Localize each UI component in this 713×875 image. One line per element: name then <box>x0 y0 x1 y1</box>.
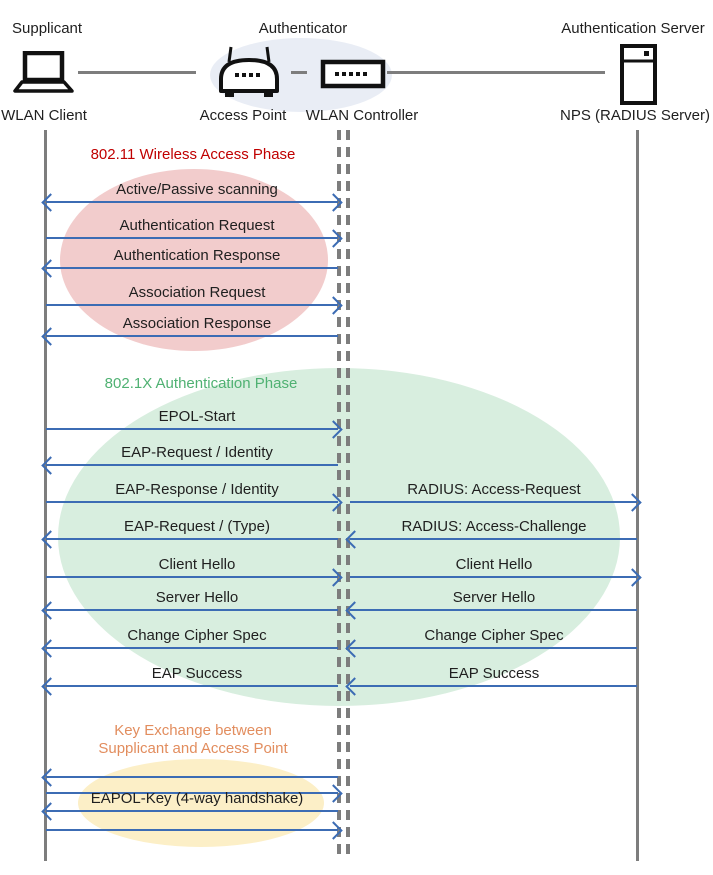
node-label-wlan-client: WLAN Client <box>1 107 87 124</box>
message-arrow <box>41 802 338 821</box>
phase2-title: 802.1X Authentication Phase <box>104 375 298 392</box>
message-arrow <box>46 229 343 248</box>
message-arrow <box>41 327 338 346</box>
message-label: EAP-Response / Identity <box>115 481 279 498</box>
message-label: RADIUS: Access-Challenge <box>401 518 587 535</box>
connector-line-ap-controller <box>291 71 307 74</box>
message-label: RADIUS: Access-Request <box>407 481 581 498</box>
message-label: Change Cipher Spec <box>127 627 267 644</box>
node-label-access-point: Access Point <box>199 107 287 124</box>
message-label: EAP-Request / (Type) <box>124 518 270 535</box>
message-arrow <box>41 601 338 620</box>
message-label: Association Request <box>128 284 266 301</box>
role-supplicant-label: Supplicant <box>12 20 83 37</box>
message-arrow <box>46 493 343 512</box>
connector-line-client-ap <box>78 71 196 74</box>
lifeline-authenticator-dashed-2 <box>346 130 350 857</box>
node-label-nps-radius-server: NPS (RADIUS Server) <box>559 107 711 124</box>
phase3-title: Key Exchange between Supplicant and Acce… <box>98 722 288 757</box>
message-arrow <box>345 530 637 549</box>
lifeline-authenticator-dashed-1 <box>337 130 341 857</box>
message-label: Client Hello <box>158 556 236 573</box>
message-label: Authentication Response <box>113 247 281 264</box>
message-arrow <box>41 768 338 787</box>
message-arrow <box>41 259 338 278</box>
message-label: EAP Success <box>448 665 540 682</box>
phase3-ellipse <box>78 759 324 847</box>
message-arrow <box>46 568 343 587</box>
node-label-wlan-controller: WLAN Controller <box>305 107 419 124</box>
message-label: EAP-Request / Identity <box>121 444 273 461</box>
message-arrow <box>41 193 343 212</box>
laptop-icon <box>11 50 75 99</box>
message-label: EAP Success <box>151 665 243 682</box>
lifeline-wlan-client <box>44 130 47 861</box>
message-arrow <box>41 677 338 696</box>
message-arrow <box>345 601 637 620</box>
message-label: Change Cipher Spec <box>424 627 564 644</box>
message-label: Authentication Request <box>119 217 275 234</box>
message-label: EAPOL-Key (4-way handshake) <box>90 790 304 807</box>
message-label: Server Hello <box>452 589 536 606</box>
message-label: EPOL-Start <box>158 408 236 425</box>
message-arrow <box>345 639 637 658</box>
message-arrow <box>41 530 338 549</box>
access-point-icon <box>218 45 280 110</box>
role-authentication-server-label: Authentication Server <box>561 20 705 37</box>
message-arrow <box>350 493 642 512</box>
message-arrow <box>46 821 343 840</box>
message-label: Client Hello <box>455 556 533 573</box>
message-label: Server Hello <box>155 589 239 606</box>
message-label: Active/Passive scanning <box>116 181 278 198</box>
role-authenticator-label: Authenticator <box>258 20 348 37</box>
message-arrow <box>41 456 338 475</box>
wlan-controller-icon <box>320 59 386 94</box>
phase1-title: 802.11 Wireless Access Phase <box>90 146 296 163</box>
lifeline-radius-server <box>636 130 639 861</box>
message-arrow <box>46 420 343 439</box>
message-arrow <box>350 568 642 587</box>
connector-line-controller-server <box>387 71 605 74</box>
server-icon <box>619 44 659 110</box>
message-arrow <box>46 784 343 803</box>
phase1-ellipse <box>60 169 328 351</box>
message-label: Association Response <box>122 315 272 332</box>
message-arrow <box>46 296 343 315</box>
message-arrow <box>345 677 637 696</box>
message-arrow <box>41 639 338 658</box>
